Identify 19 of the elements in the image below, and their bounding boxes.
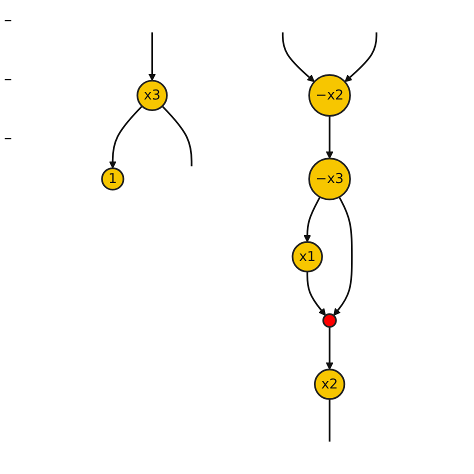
sign-label: – [4, 128, 12, 147]
circle-node: 1 [101, 167, 124, 191]
sign-label: – [4, 69, 12, 88]
arrow [326, 326, 334, 370]
arrow [306, 272, 326, 316]
circle-node [322, 313, 337, 328]
arrow [326, 116, 334, 159]
circle-node: x1 [292, 241, 323, 272]
circle-node: x3 [136, 80, 168, 112]
arrow [108, 106, 143, 169]
sign-label: – [4, 10, 12, 29]
circle-node: −x2 [308, 74, 351, 117]
arrow [333, 196, 353, 316]
arrow [344, 32, 378, 82]
arrow [282, 32, 315, 82]
circle-node: x2 [314, 368, 346, 400]
arrow [304, 196, 321, 242]
circle-node: −x3 [308, 158, 351, 200]
arrow [148, 32, 156, 82]
